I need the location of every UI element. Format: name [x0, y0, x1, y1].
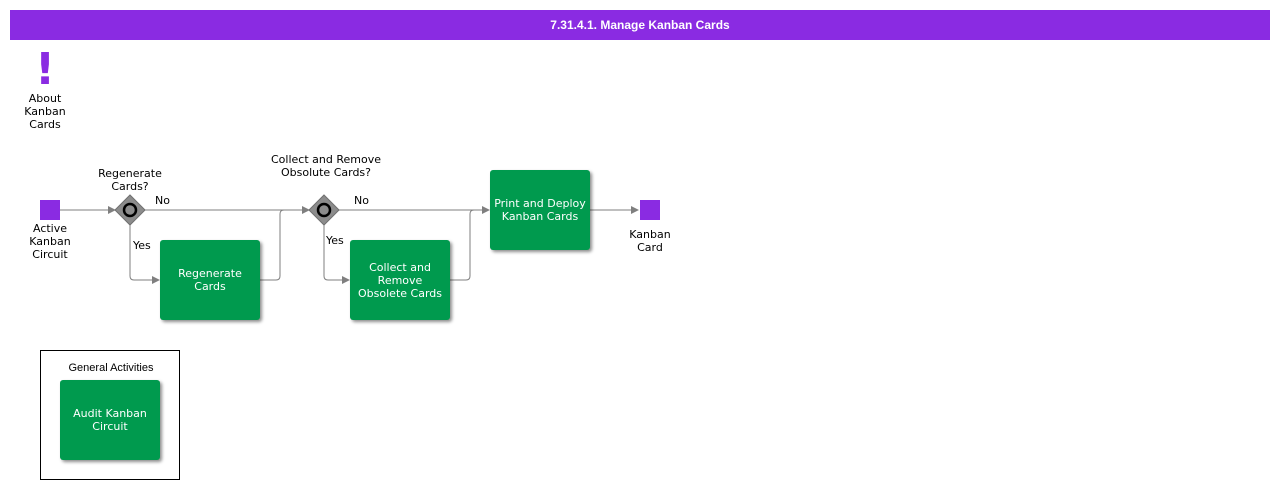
start-event-label: Active Kanban Circuit — [29, 222, 71, 261]
task-print-deploy-label: Print and Deploy Kanban Cards — [494, 197, 586, 223]
gateway-collect-yes-label: Yes — [326, 234, 344, 247]
page-title: 7.31.4.1. Manage Kanban Cards — [10, 10, 1270, 40]
gateway-regenerate-question: Regenerate Cards? — [98, 167, 162, 193]
task-audit-label: Audit Kanban Circuit — [73, 407, 147, 433]
flow-gateway2-yes — [323, 225, 350, 284]
flow-collect-out — [450, 209, 475, 281]
task-regenerate-label: Regenerate Cards — [178, 267, 242, 293]
gateway-collect-no-label: No — [354, 194, 369, 207]
end-event[interactable] — [640, 200, 660, 220]
exclamation-icon: ! — [34, 44, 56, 95]
task-collect-remove-obsolete-cards[interactable]: Collect and Remove Obsolete Cards — [350, 240, 450, 320]
general-activities-title: General Activities — [68, 362, 154, 374]
flow-gateway1-yes — [129, 225, 160, 284]
task-print-deploy-kanban-cards[interactable]: Print and Deploy Kanban Cards — [490, 170, 590, 250]
task-regenerate-cards[interactable]: Regenerate Cards — [160, 240, 260, 320]
start-event[interactable] — [40, 200, 60, 220]
gateway-regenerate[interactable] — [114, 194, 146, 226]
gateway-regenerate-no-label: No — [155, 194, 170, 207]
task-audit-kanban-circuit[interactable]: Audit Kanban Circuit — [60, 380, 160, 460]
end-event-label: Kanban Card — [629, 228, 671, 254]
flow-regenerate-out — [260, 209, 285, 281]
gateway-collect-remove[interactable] — [308, 194, 340, 226]
gateway-regenerate-yes-label: Yes — [133, 239, 151, 252]
about-kanban-cards[interactable]: ! About Kanban Cards — [15, 44, 75, 132]
gateway-collect-question: Collect and Remove Obsolute Cards? — [271, 153, 381, 179]
task-collect-remove-label: Collect and Remove Obsolete Cards — [358, 260, 442, 300]
about-label: About Kanban Cards — [24, 92, 66, 131]
